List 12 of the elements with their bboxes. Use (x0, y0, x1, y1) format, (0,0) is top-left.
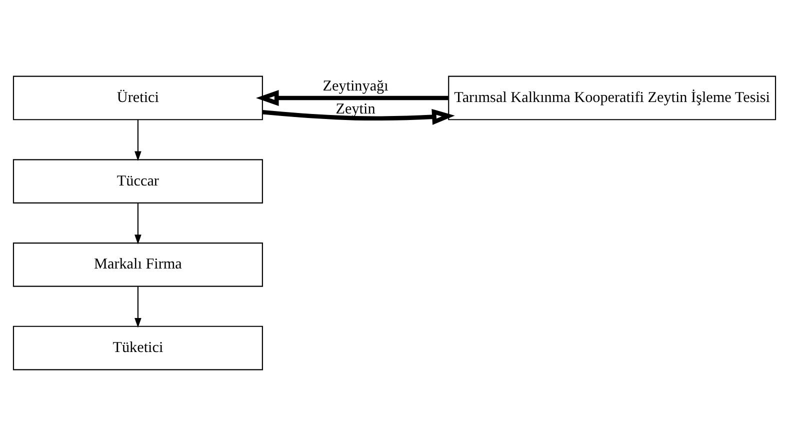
arrow (134, 202, 142, 244)
arrow (134, 286, 142, 328)
edge-label: Zeytin (336, 100, 376, 117)
node-box: Tüketici (12, 325, 263, 370)
node-box: Tarımsal Kalkınma Kooperatifi Zeytin İşleme Tesisi (448, 75, 776, 120)
arrow (262, 108, 455, 124)
arrow (134, 119, 142, 161)
node-box: Tüccar (12, 158, 263, 204)
edge-label: Zeytinyağı (322, 77, 388, 94)
node-box: Üretici (12, 75, 263, 120)
node-box: Markalı Firma (12, 242, 263, 286)
arrow (256, 90, 448, 106)
